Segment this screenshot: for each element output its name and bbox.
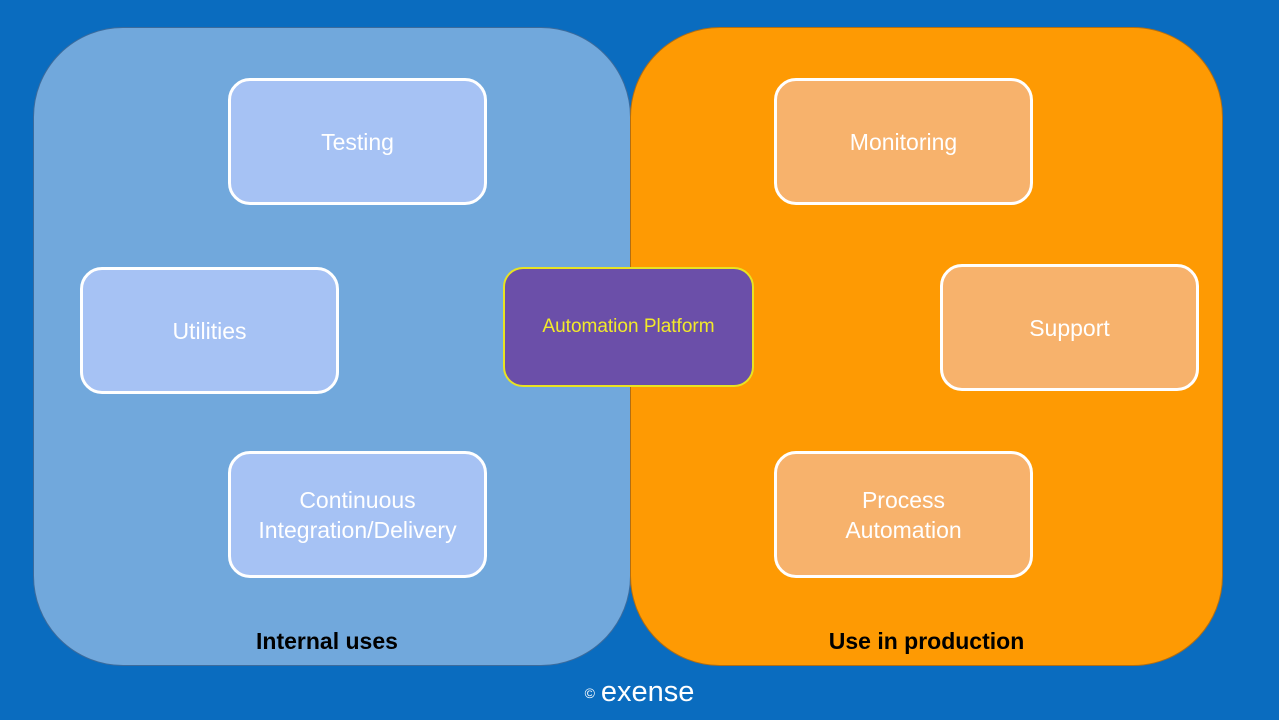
testing-box: Testing bbox=[228, 78, 487, 205]
process-automation-box: Process Automation bbox=[774, 451, 1033, 578]
support-box: Support bbox=[940, 264, 1199, 391]
ci-box: Continuous Integration/Delivery bbox=[228, 451, 487, 578]
monitoring-box: Monitoring bbox=[774, 78, 1033, 205]
brand-logo-text: exense bbox=[600, 676, 695, 708]
utilities-box: Utilities bbox=[80, 267, 339, 394]
automation-platform-box: Automation Platform bbox=[503, 267, 754, 387]
footer: © exense bbox=[0, 676, 1279, 709]
internal-uses-label: Internal uses bbox=[256, 628, 398, 654]
copyright-symbol: © bbox=[584, 684, 595, 701]
production-uses-label: Use in production bbox=[828, 628, 1025, 654]
